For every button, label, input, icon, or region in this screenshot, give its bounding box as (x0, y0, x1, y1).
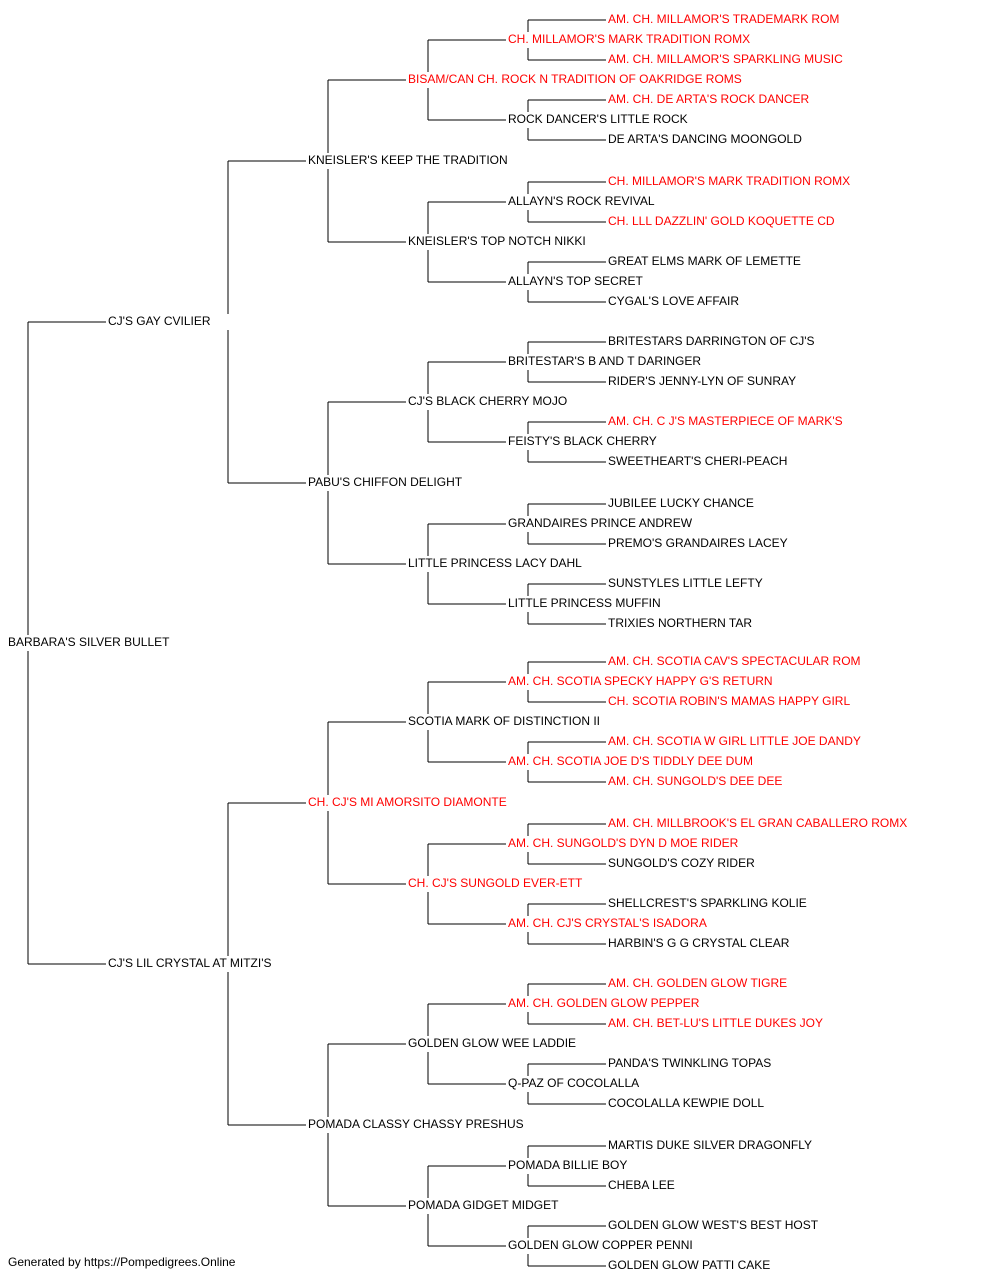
ancestor-name[interactable]: ALLAYN'S TOP SECRET (508, 274, 643, 288)
ancestor-name[interactable]: GOLDEN GLOW WEE LADDIE (408, 1036, 576, 1050)
ancestor-name[interactable]: CH. SCOTIA ROBIN'S MAMAS HAPPY GIRL (608, 694, 850, 708)
ancestor-name[interactable]: POMADA CLASSY CHASSY PRESHUS (308, 1117, 524, 1131)
ancestor-name[interactable]: BRITESTAR'S B AND T DARINGER (508, 354, 701, 368)
ancestor-name[interactable]: JUBILEE LUCKY CHANCE (608, 496, 754, 510)
ancestor-name[interactable]: COCOLALLA KEWPIE DOLL (608, 1096, 764, 1110)
ancestor-name[interactable]: AM. CH. SCOTIA CAV'S SPECTACULAR ROM (608, 654, 861, 668)
ancestor-name[interactable]: DE ARTA'S DANCING MOONGOLD (608, 132, 802, 146)
ancestor-name[interactable]: MARTIS DUKE SILVER DRAGONFLY (608, 1138, 812, 1152)
ancestor-name[interactable]: BRITESTARS DARRINGTON OF CJ'S (608, 334, 815, 348)
ancestor-name[interactable]: CH. MILLAMOR'S MARK TRADITION ROMX (508, 32, 750, 46)
ancestor-name[interactable]: ALLAYN'S ROCK REVIVAL (508, 194, 655, 208)
ancestor-name[interactable]: HARBIN'S G G CRYSTAL CLEAR (608, 936, 790, 950)
ancestor-name[interactable]: GOLDEN GLOW COPPER PENNI (508, 1238, 693, 1252)
ancestor-name[interactable]: SUNSTYLES LITTLE LEFTY (608, 576, 763, 590)
ancestor-name[interactable]: PABU'S CHIFFON DELIGHT (308, 475, 463, 489)
ancestor-name[interactable]: GOLDEN GLOW PATTI CAKE (608, 1258, 770, 1272)
footer-credit: Generated by https://Pompedigrees.Online (8, 1255, 236, 1269)
ancestor-name[interactable]: PANDA'S TWINKLING TOPAS (608, 1056, 771, 1070)
ancestor-name[interactable]: POMADA GIDGET MIDGET (408, 1198, 559, 1212)
ancestor-name[interactable]: AM. CH. CJ'S CRYSTAL'S ISADORA (508, 916, 707, 930)
ancestor-name[interactable]: AM. CH. BET-LU'S LITTLE DUKES JOY (608, 1016, 823, 1030)
ancestor-name[interactable]: CJ'S LIL CRYSTAL AT MITZI'S (108, 956, 272, 970)
ancestor-name[interactable]: CH. CJ'S MI AMORSITO DIAMONTE (308, 795, 507, 809)
ancestor-name[interactable]: PREMO'S GRANDAIRES LACEY (608, 536, 788, 550)
pedigree-name-labels: BARBARA'S SILVER BULLET CJ'S GAY CVILIER K… (8, 12, 907, 1272)
ancestor-name[interactable]: AM. CH. MILLAMOR'S TRADEMARK ROM (608, 12, 839, 26)
ancestor-name[interactable]: LITTLE PRINCESS LACY DAHL (408, 556, 582, 570)
ancestor-name[interactable]: AM. CH. MILLAMOR'S SPARKLING MUSIC (608, 52, 843, 66)
ancestor-name[interactable]: BISAM/CAN CH. ROCK N TRADITION OF OAKRID… (408, 72, 742, 86)
ancestor-name[interactable]: AM. CH. GOLDEN GLOW TIGRE (608, 976, 787, 990)
ancestor-name[interactable]: CYGAL'S LOVE AFFAIR (608, 294, 739, 308)
ancestor-name[interactable]: AM. CH. SCOTIA JOE D'S TIDDLY DEE DUM (508, 754, 753, 768)
ancestor-name[interactable]: CH. MILLAMOR'S MARK TRADITION ROMX (608, 174, 850, 188)
ancestor-name[interactable]: GOLDEN GLOW WEST'S BEST HOST (608, 1218, 819, 1232)
ancestor-name[interactable]: CHEBA LEE (608, 1178, 675, 1192)
ancestor-name[interactable]: AM. CH. DE ARTA'S ROCK DANCER (608, 92, 810, 106)
ancestor-name[interactable]: Q-PAZ OF COCOLALLA (508, 1076, 639, 1090)
ancestor-name[interactable]: SHELLCREST'S SPARKLING KOLIE (608, 896, 807, 910)
ancestor-name[interactable]: FEISTY'S BLACK CHERRY (508, 434, 657, 448)
ancestor-name[interactable]: CH. CJ'S SUNGOLD EVER-ETT (408, 876, 583, 890)
ancestor-name[interactable]: GREAT ELMS MARK OF LEMETTE (608, 254, 801, 268)
ancestor-name[interactable]: AM. CH. C J'S MASTERPIECE OF MARK'S (608, 414, 843, 428)
pedigree-connector-lines (27, 19, 606, 1267)
ancestor-name[interactable]: AM. CH. SCOTIA W GIRL LITTLE JOE DANDY (608, 734, 861, 748)
ancestor-name[interactable]: RIDER'S JENNY-LYN OF SUNRAY (608, 374, 796, 388)
ancestor-name[interactable]: SUNGOLD'S COZY RIDER (608, 856, 755, 870)
ancestor-name[interactable]: AM. CH. GOLDEN GLOW PEPPER (508, 996, 700, 1010)
ancestor-name[interactable]: AM. CH. SUNGOLD'S DYN D MOE RIDER (508, 836, 739, 850)
ancestor-name[interactable]: AM. CH. MILLBROOK'S EL GRAN CABALLERO RO… (608, 816, 907, 830)
ancestor-name[interactable]: LITTLE PRINCESS MUFFIN (508, 596, 661, 610)
ancestor-name[interactable]: CJ'S GAY CVILIER (108, 314, 211, 328)
ancestor-name[interactable]: KNEISLER'S TOP NOTCH NIKKI (408, 234, 586, 248)
ancestor-name[interactable]: SCOTIA MARK OF DISTINCTION II (408, 714, 600, 728)
ancestor-name[interactable]: AM. CH. SCOTIA SPECKY HAPPY G'S RETURN (508, 674, 773, 688)
ancestor-name[interactable]: CJ'S BLACK CHERRY MOJO (408, 394, 567, 408)
ancestor-name[interactable]: CH. LLL DAZZLIN' GOLD KOQUETTE CD (608, 214, 835, 228)
ancestor-name[interactable]: ROCK DANCER'S LITTLE ROCK (508, 112, 688, 126)
ancestor-name[interactable]: POMADA BILLIE BOY (508, 1158, 627, 1172)
ancestor-name[interactable]: GRANDAIRES PRINCE ANDREW (508, 516, 693, 530)
ancestor-name[interactable]: KNEISLER'S KEEP THE TRADITION (308, 153, 508, 167)
subject-dog-name[interactable]: BARBARA'S SILVER BULLET (8, 635, 170, 649)
ancestor-name[interactable]: TRIXIES NORTHERN TAR (608, 616, 752, 630)
ancestor-name[interactable]: SWEETHEART'S CHERI-PEACH (608, 454, 787, 468)
ancestor-name[interactable]: AM. CH. SUNGOLD'S DEE DEE (608, 774, 782, 788)
